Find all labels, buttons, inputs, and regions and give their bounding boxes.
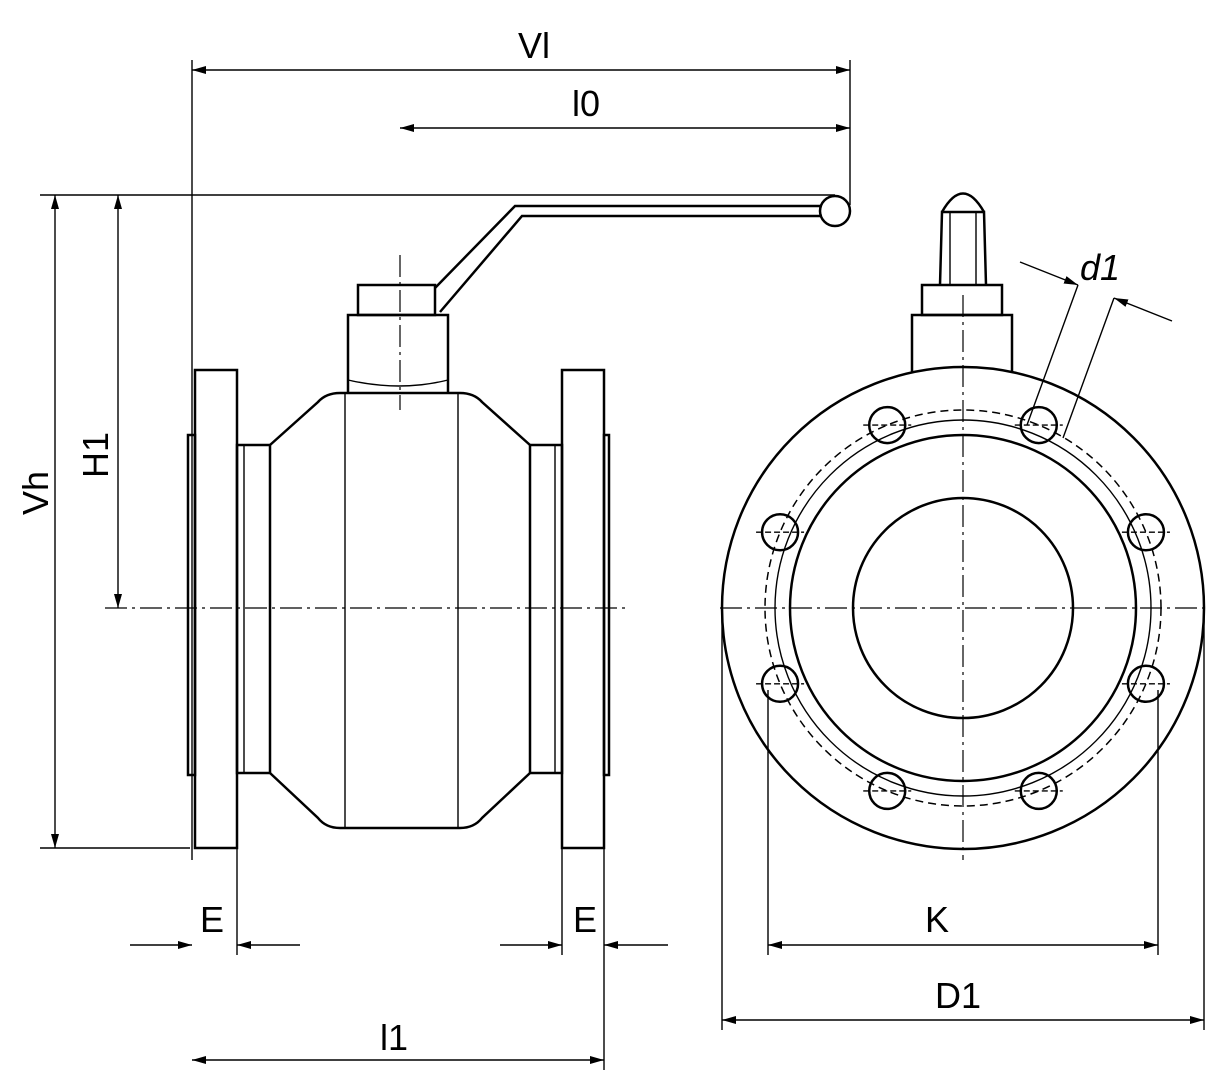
label-e-left: E: [200, 899, 224, 940]
label-l1: l1: [380, 1017, 408, 1058]
label-h1: H1: [75, 432, 116, 478]
label-vh: Vh: [15, 471, 56, 515]
dimension-e-left: E: [130, 848, 300, 955]
dimension-vl: Vl: [191, 25, 851, 860]
dimension-e-right: E: [500, 848, 668, 1070]
bolt-holes: [756, 405, 1170, 811]
bolt-hole: [1019, 771, 1059, 811]
dimension-d1-outer: D1: [721, 608, 1205, 1030]
label-k: K: [925, 899, 949, 940]
dimension-h1: H1: [75, 195, 122, 608]
label-vl: Vl: [518, 25, 550, 66]
valve-front-view: [720, 192, 1206, 860]
label-d1-hole: d1: [1080, 247, 1120, 288]
dimension-l1: l1: [192, 1017, 604, 1064]
bolt-hole: [1019, 405, 1059, 445]
dimension-d1-hole: d1: [1019, 247, 1173, 439]
valve-side-view: [105, 194, 852, 850]
label-e-right: E: [573, 899, 597, 940]
dimension-l0: l0: [400, 83, 850, 132]
label-l0: l0: [572, 83, 600, 124]
handle-ball: [818, 194, 852, 228]
label-d1-outer: D1: [935, 975, 981, 1016]
dimension-vh: Vh: [15, 194, 835, 849]
dimension-k: K: [767, 690, 1159, 955]
